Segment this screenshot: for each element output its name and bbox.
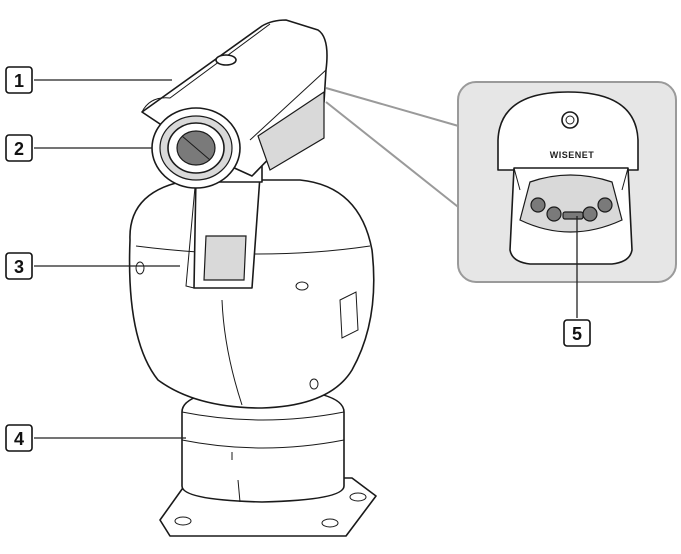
callout-3-label: 3 bbox=[14, 257, 24, 277]
rear-detail-panel: WISENET bbox=[457, 81, 677, 283]
camera-illustration bbox=[128, 19, 377, 537]
callout-5: 5 bbox=[563, 216, 591, 347]
detail-zoom-lines bbox=[325, 87, 463, 211]
wisenet-logo: WISENET bbox=[550, 150, 595, 160]
callout-2: 2 bbox=[5, 134, 152, 162]
lens-assembly bbox=[151, 107, 241, 189]
callout-1-label: 1 bbox=[14, 71, 24, 91]
callout-5-label: 5 bbox=[572, 324, 582, 344]
callout-4-label: 4 bbox=[14, 429, 24, 449]
callout-3: 3 bbox=[5, 252, 180, 280]
callout-1: 1 bbox=[5, 66, 172, 94]
callout-2-label: 2 bbox=[14, 139, 24, 159]
callout-4: 4 bbox=[5, 424, 186, 452]
